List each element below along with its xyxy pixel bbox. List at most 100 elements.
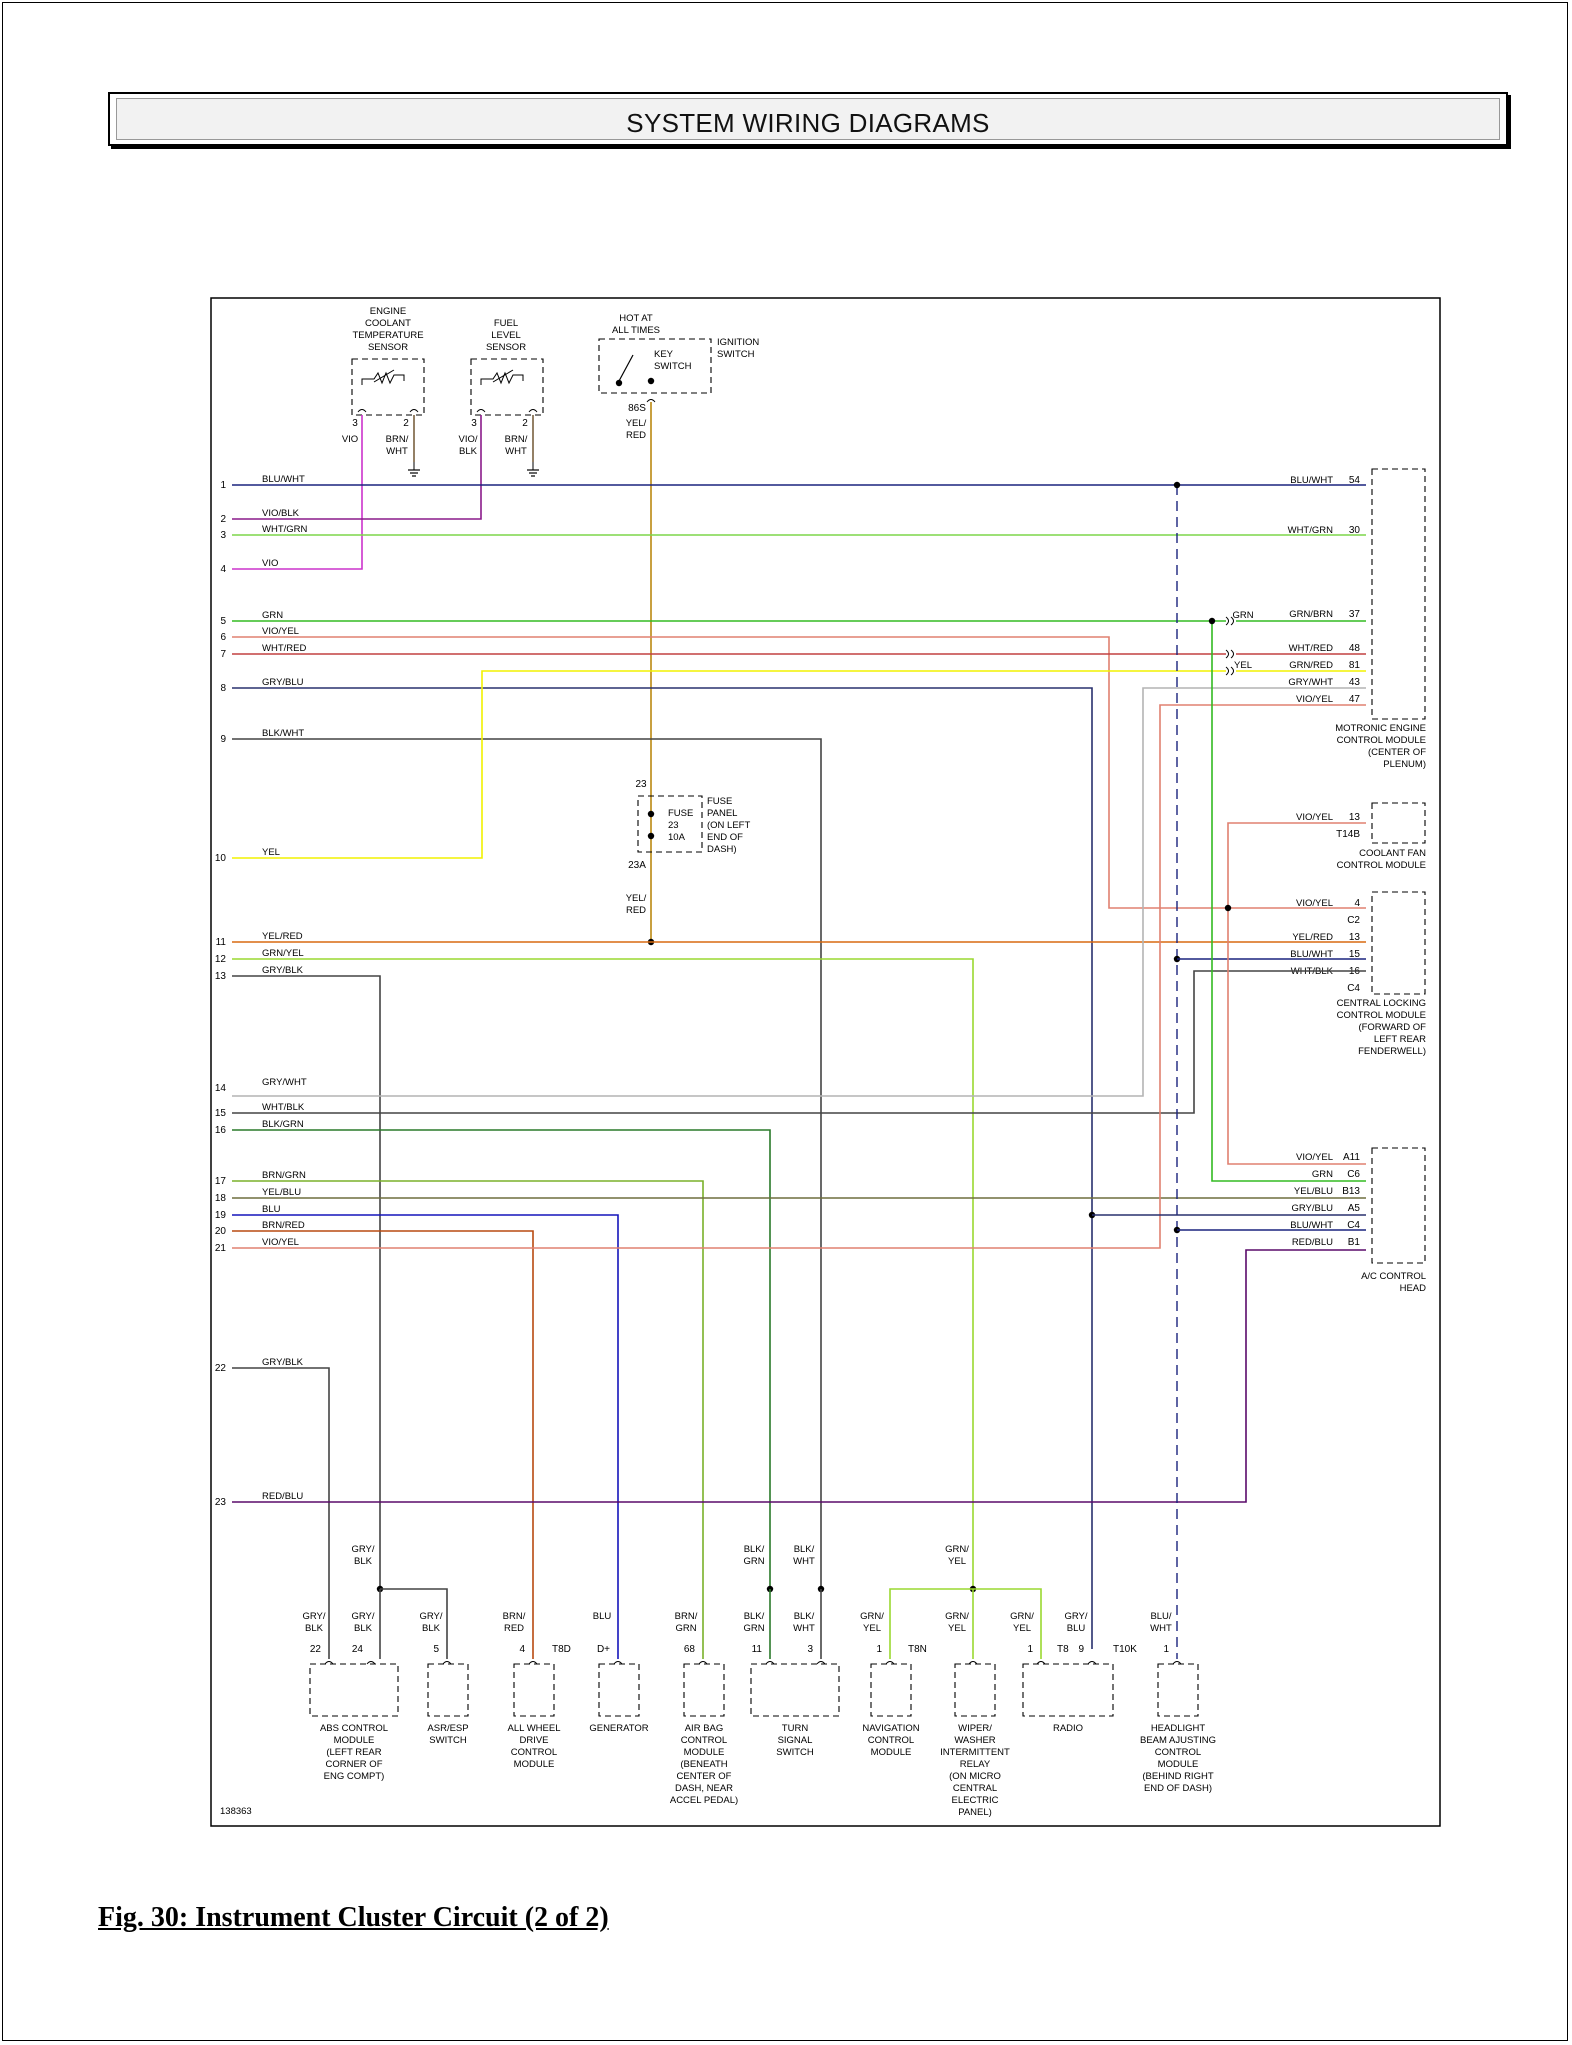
ignition-hot-label: ALL TIMES (612, 325, 660, 336)
wire-number: 4 (220, 564, 226, 575)
fuse-inner-label: FUSE (668, 808, 693, 819)
wire-number: 10 (215, 853, 227, 864)
abs-wire-label: BLK (305, 1623, 324, 1634)
wire-color-label: BLU (262, 1204, 281, 1215)
key-switch-label: KEY (654, 349, 674, 360)
radio-connector: T8 (1057, 1644, 1069, 1655)
fuel-pin-3: 3 (471, 418, 477, 429)
ignition-switch-name: SWITCH (717, 349, 755, 360)
ac-head-pin-label: VIO/YEL (1296, 1152, 1333, 1163)
wire-10-yel (232, 670, 1226, 859)
wire-number: 17 (215, 1176, 227, 1187)
splice-vio-yel (1224, 904, 1232, 912)
central-locking-pin: 13 (1349, 932, 1361, 943)
junction-label-gry-blk: BLK (354, 1556, 373, 1567)
fuel-wire-b-label: BRN/ (505, 434, 528, 445)
asr-module-name: SWITCH (429, 1735, 467, 1746)
fuel-rheostat-symbol (480, 369, 524, 385)
abs-pin: 22 (310, 1644, 322, 1655)
wire-color-label: WHT/BLK (262, 1102, 305, 1113)
motronic-pin-label: BLU/WHT (1290, 475, 1333, 486)
turn-module-name: TURN (782, 1723, 809, 1734)
wiper-module-name: RELAY (960, 1759, 991, 1770)
header-band: SYSTEM WIRING DIAGRAMS (108, 92, 1508, 146)
radio-wire-label: YEL (1013, 1623, 1031, 1634)
motronic-pin-label: GRY/WHT (1288, 677, 1333, 688)
junction-label-blk-wht: WHT (793, 1556, 815, 1567)
wire-6-vio-yel (232, 636, 1366, 909)
ect-sensor-name: SENSOR (368, 342, 408, 353)
wire-color-label: BLK/WHT (262, 728, 304, 739)
central-locking-pin: C2 (1347, 915, 1360, 926)
central-locking-pin-label: YEL/RED (1292, 932, 1333, 943)
radio-pin: 9 (1078, 1644, 1084, 1655)
fuse-wire-label: YEL/ (626, 893, 647, 904)
fuse-pin-bottom: 23A (628, 860, 646, 871)
wire-color-label: GRY/BLK (262, 965, 304, 976)
turn-wire-label: BLK/ (744, 1611, 765, 1622)
nav-module-name: MODULE (871, 1747, 912, 1758)
radio-wire-label: GRY/ (1064, 1611, 1087, 1622)
motronic-module-name: CONTROL MODULE (1337, 735, 1426, 746)
wire-21-vio-yel (232, 704, 1366, 1249)
switch-contact (647, 377, 655, 385)
wire-15-wht-blk (232, 970, 1366, 1114)
wire-color-label: BLK/GRN (262, 1119, 304, 1130)
gen-pin: D+ (597, 1644, 610, 1655)
abs-module-name: CORNER OF (326, 1759, 383, 1770)
ac-head-pin-label: BLU/WHT (1290, 1220, 1333, 1231)
gen-module-name: GENERATOR (589, 1723, 648, 1734)
motronic-pin-number: 43 (1349, 677, 1361, 688)
fuel-pin-2: 2 (522, 418, 528, 429)
wire-number: 15 (215, 1108, 227, 1119)
ac-head-name: HEAD (1400, 1283, 1427, 1294)
awd-module-name: CONTROL (511, 1747, 557, 1758)
fuse-inner-label: 10A (668, 832, 686, 843)
gry-blk-to-asr (380, 1588, 448, 1659)
ect-wire-b-label: BRN/ (386, 434, 409, 445)
ect-sensor-name: COOLANT (365, 318, 411, 329)
header-inner: SYSTEM WIRING DIAGRAMS (116, 98, 1500, 140)
airbag-module-name: DASH, NEAR (675, 1783, 733, 1794)
wire-number: 3 (220, 530, 226, 541)
pin-terminal (1036, 1661, 1046, 1665)
turn-pin: 3 (807, 1644, 813, 1655)
pin-terminal (698, 1661, 708, 1665)
ignition-switch-name: IGNITION (717, 337, 759, 348)
central-locking-name: (FORWARD OF (1358, 1022, 1426, 1033)
nav-module-name: CONTROL (868, 1735, 914, 1746)
motronic-module-box (1371, 468, 1426, 720)
fuel-sensor-box (470, 358, 544, 416)
ect-wire-b-label: WHT (386, 446, 408, 457)
pin-terminal (646, 399, 656, 403)
asr-wire-label: BLK (422, 1623, 441, 1634)
ac-head-pin: B1 (1348, 1237, 1361, 1248)
fuse-panel-name: PANEL (707, 808, 737, 819)
abs-pin: 24 (352, 1644, 364, 1655)
header-title: SYSTEM WIRING DIAGRAMS (626, 108, 990, 138)
nav-module-name: NAVIGATION (862, 1723, 919, 1734)
awd-module-box (513, 1663, 555, 1717)
headlight-module-name: HEADLIGHT (1151, 1723, 1206, 1734)
wire-color-label: BLU/WHT (262, 474, 305, 485)
central-locking-pin: 4 (1354, 898, 1360, 909)
fuse-wire-label: RED (626, 905, 646, 916)
gen-module-box (598, 1663, 640, 1717)
wire-color-label: BRN/RED (262, 1220, 305, 1231)
motronic-pin-number: 30 (1349, 525, 1361, 536)
wire-number: 6 (220, 632, 226, 643)
pin-terminal (409, 409, 419, 413)
motronic-pin-label: VIO/YEL (1296, 694, 1333, 705)
central-locking-pin: C4 (1347, 983, 1360, 994)
ect-pin-2: 2 (403, 418, 409, 429)
wire-9-blk-wht (232, 738, 822, 1589)
wire-number: 9 (220, 734, 226, 745)
pin-terminal (816, 1661, 826, 1665)
wire-number: 22 (215, 1363, 227, 1374)
awd-wire-label: BRN/ (503, 1611, 526, 1622)
vio-yel-fan-ac (1227, 822, 1366, 1165)
pin-terminal (1087, 1661, 1097, 1665)
switch-blade (618, 354, 634, 382)
pin-terminal (324, 1661, 334, 1665)
